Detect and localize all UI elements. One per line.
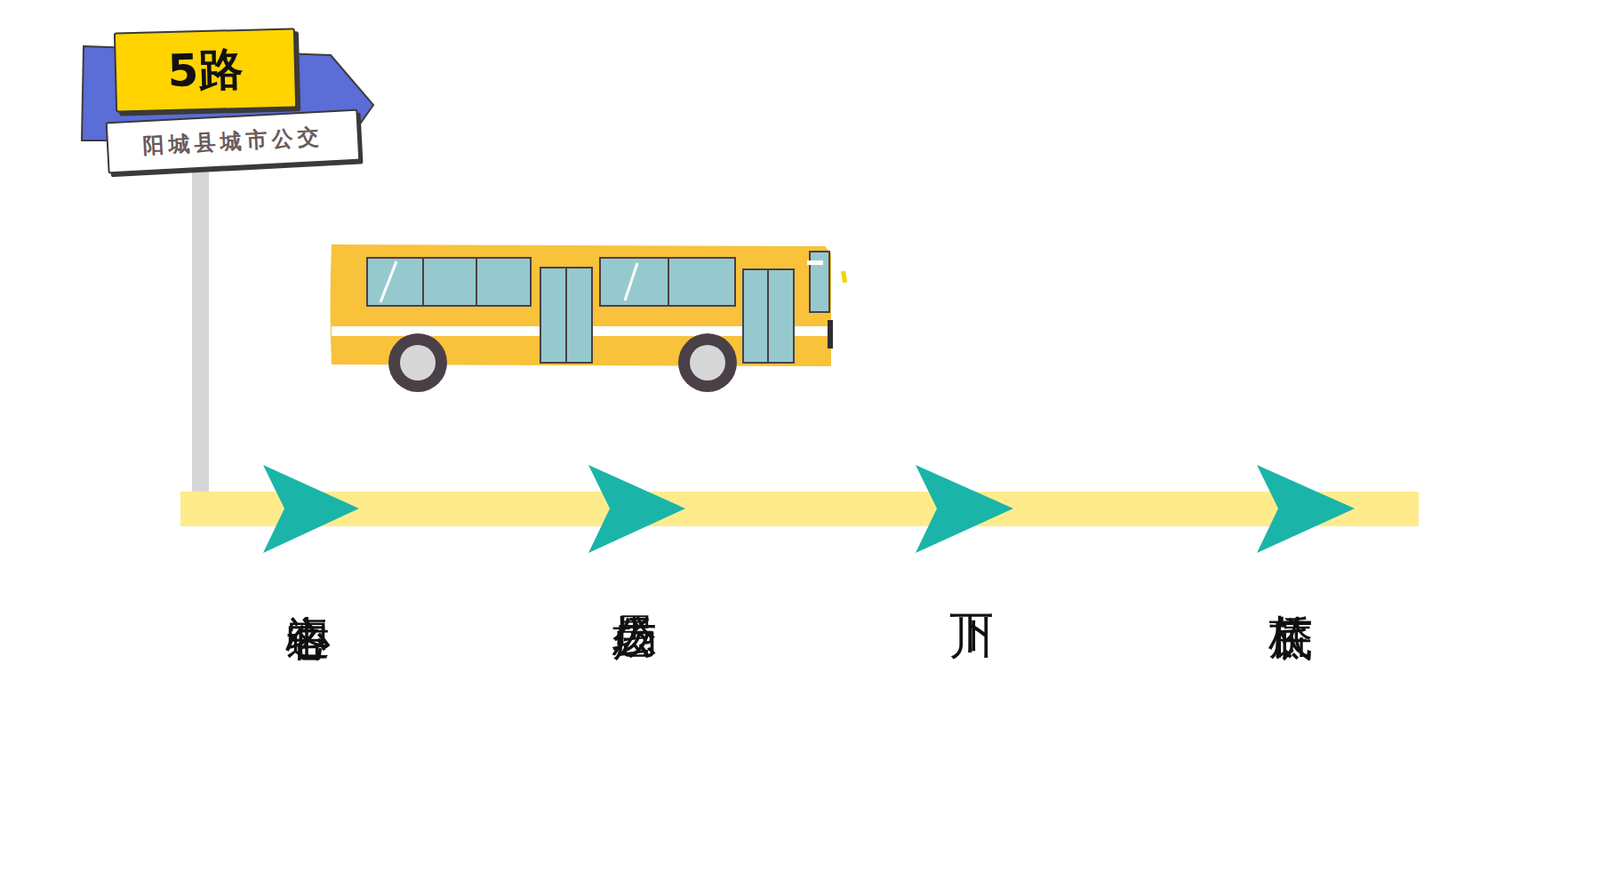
bus-illustration bbox=[330, 244, 848, 392]
bus-wheel bbox=[388, 333, 448, 392]
operator-name: 阳城县城市公交 bbox=[142, 122, 324, 161]
bus-door bbox=[540, 267, 592, 363]
route-road bbox=[180, 491, 1419, 527]
bus-window bbox=[600, 257, 736, 306]
route-number: 5路 bbox=[167, 39, 245, 101]
direction-arrows bbox=[263, 464, 1355, 553]
sign-pole bbox=[192, 164, 209, 498]
direction-arrow bbox=[915, 464, 1014, 553]
direction-arrow bbox=[1256, 464, 1355, 553]
route-number-box: 5路 bbox=[113, 27, 297, 112]
direction-arrow bbox=[263, 464, 360, 553]
bus-wheel bbox=[678, 333, 737, 392]
direction-arrow bbox=[588, 464, 686, 553]
bus-window bbox=[367, 257, 531, 306]
bus-door bbox=[743, 269, 794, 363]
